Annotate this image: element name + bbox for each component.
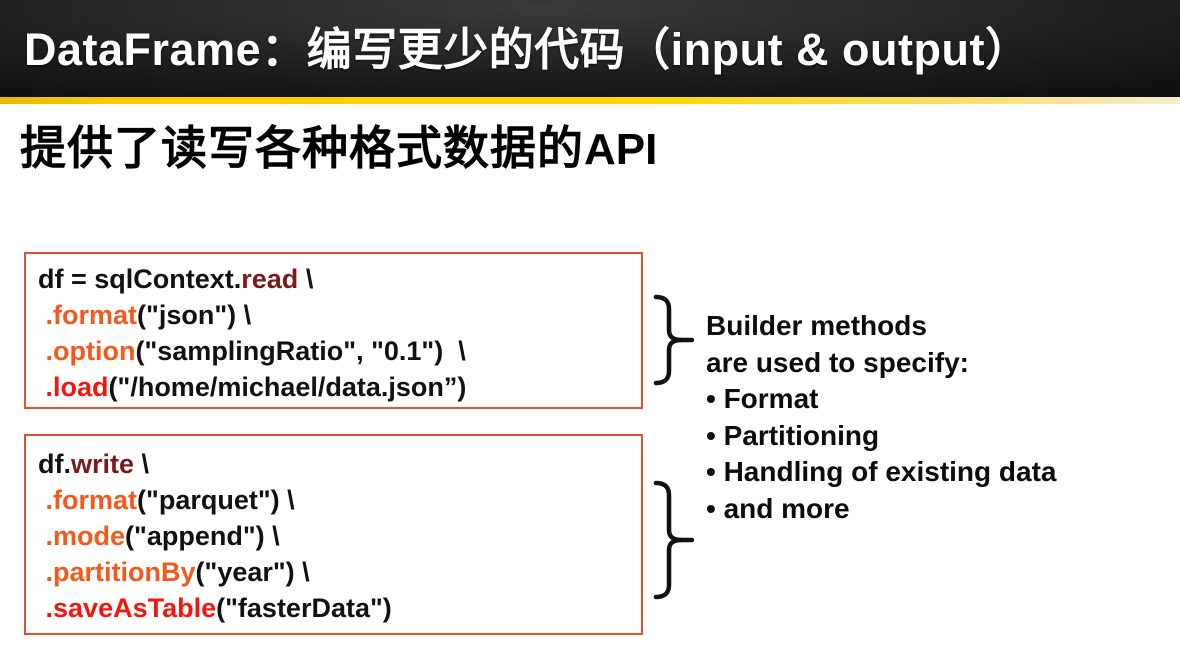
code-text [38, 336, 46, 366]
code-text: df = sqlContext. [38, 264, 242, 294]
code-keyword: write [71, 449, 135, 479]
code-keyword: .load [45, 372, 109, 402]
bullet-item: • and more [706, 492, 850, 524]
code-text: ("append") \ [125, 521, 280, 551]
code-text: df. [38, 449, 71, 479]
bullet-item: • Partitioning [706, 419, 880, 451]
code-text [38, 521, 46, 551]
bullet-item: • Handling of existing data [706, 456, 1057, 487]
slide-title: DataFrame：编写更少的代码（input & output） [24, 24, 1031, 75]
code-line: .format("json") \ [38, 297, 629, 333]
code-line: .load("/home/michael/data.json”) [38, 369, 629, 405]
panel-text-line: are used to specify: [706, 346, 969, 378]
bullet-item: • Format [706, 383, 819, 414]
code-line: .format("parquet") \ [38, 482, 629, 518]
code-box-write: df.write \ .format("parquet") \ .mode("a… [24, 434, 643, 635]
code-keyword: read [241, 264, 299, 294]
code-keyword: .option [45, 336, 136, 366]
code-line: df = sqlContext.read \ [38, 261, 629, 297]
code-text: \ [134, 449, 150, 479]
code-text: \ [298, 264, 314, 294]
code-line: df.write \ [38, 446, 629, 482]
code-text: ("fasterData") [216, 593, 392, 623]
code-keyword: .mode [45, 521, 126, 551]
code-text: ("json") \ [137, 300, 252, 330]
code-text [38, 593, 46, 623]
builder-methods-panel: Builder methods are used to specify: • For… [706, 308, 1156, 527]
code-text: ("/home/michael/data.json”) [108, 372, 467, 402]
code-text [38, 372, 46, 402]
code-text: ("year") \ [195, 557, 310, 587]
panel-text-line: Builder methods [706, 310, 927, 341]
code-line: .partitionBy("year") \ [38, 554, 629, 590]
right-brace-write-icon [653, 480, 695, 600]
subtitle-api-text: API [584, 125, 658, 174]
code-line: .mode("append") \ [38, 518, 629, 554]
subtitle: 提供了读写各种格式数据的API [20, 118, 657, 180]
code-text: ("samplingRatio", "0.1") \ [135, 336, 466, 366]
code-text [38, 485, 46, 515]
code-text [38, 300, 46, 330]
code-text: ("parquet") \ [137, 485, 295, 515]
code-keyword: .format [45, 485, 138, 515]
code-keyword: .partitionBy [45, 557, 196, 587]
right-brace-read-icon [653, 294, 695, 386]
title-bar: DataFrame：编写更少的代码（input & output） [0, 0, 1180, 97]
code-line: .option("samplingRatio", "0.1") \ [38, 333, 629, 369]
code-keyword: .saveAsTable [45, 593, 217, 623]
code-line: .saveAsTable("fasterData") [38, 590, 629, 626]
code-text [38, 557, 46, 587]
subtitle-chinese-text: 提供了读写各种格式数据的 [20, 123, 584, 174]
code-box-read: df = sqlContext.read \ .format("json") \… [24, 252, 643, 409]
code-keyword: .format [45, 300, 138, 330]
gold-divider [0, 97, 1180, 104]
